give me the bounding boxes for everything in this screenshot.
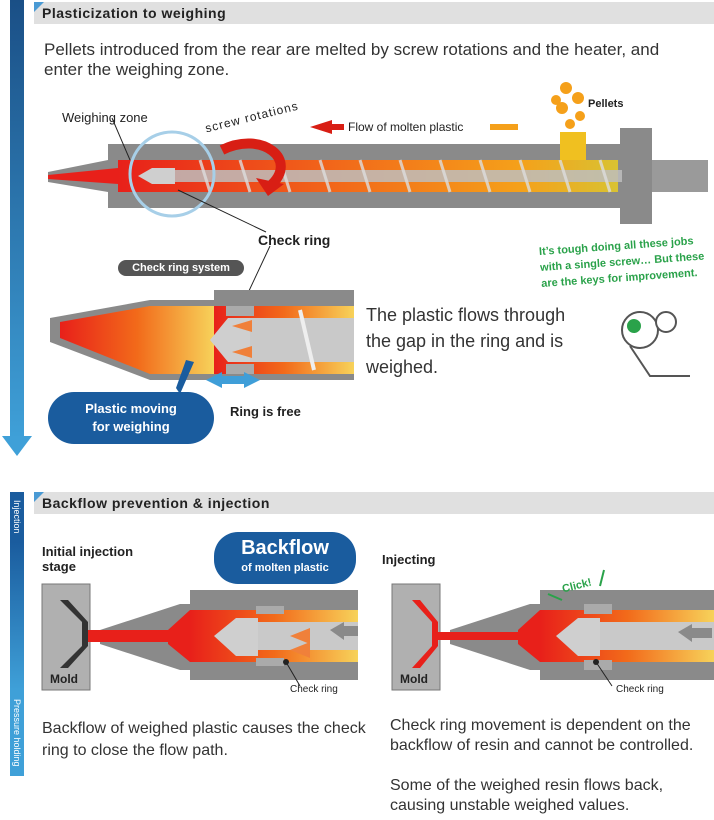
label-ring-is-free: Ring is free — [230, 404, 301, 419]
right-explanation-1: Check ring movement is dependent on the … — [390, 717, 694, 754]
flow-legend-bar — [490, 124, 518, 130]
left-explanation: Backflow of weighed plastic causes the c… — [42, 720, 366, 759]
section1-intro: Pellets introduced from the rear are mel… — [44, 40, 660, 79]
backflow-sub: of molten plastic — [241, 562, 329, 574]
side-tab-pressure: Pressure holding — [10, 690, 24, 776]
left-caption-line2: stage — [42, 559, 76, 574]
side-tab-injection: Injection — [10, 492, 24, 542]
plastic-moving-bubble: Plastic moving for weighing — [48, 392, 214, 444]
hopper — [560, 132, 586, 160]
section2-title: Backflow prevention & injection — [42, 495, 270, 511]
label-weighing-zone: Weighing zone — [62, 110, 148, 125]
rotation-arrow — [219, 138, 286, 190]
right-mold-label: Mold — [400, 672, 428, 686]
right-caption: Injecting — [382, 552, 436, 567]
label-pellets: Pellets — [588, 98, 624, 110]
flow-explanation: The plastic flows through the gap in the… — [366, 305, 566, 377]
right-check-ring-label: Check ring — [616, 684, 664, 695]
screw-tip — [138, 168, 175, 184]
barrel-flange — [620, 128, 652, 224]
label-check-ring: Check ring — [258, 232, 331, 248]
progress-bar — [10, 0, 24, 440]
pellets-graphic — [551, 82, 585, 129]
screw-flights — [198, 159, 612, 193]
backflow-title: Backflow — [241, 537, 329, 559]
progress-arrowhead — [2, 436, 32, 456]
backflow-bubble: Backflow of molten plastic — [214, 532, 356, 584]
left-caption: Initial injection stage — [42, 544, 133, 574]
label-flow-molten: Flow of molten plastic — [348, 120, 464, 134]
left-check-ring-label: Check ring — [290, 684, 338, 695]
flow-arrow — [310, 120, 344, 134]
side-tab-bar — [10, 542, 24, 690]
plastic-moving-line1: Plastic moving — [85, 401, 177, 416]
left-mold-label: Mold — [50, 672, 78, 686]
zoom-circle — [128, 130, 216, 218]
section2-header: Backflow prevention & injection — [34, 492, 714, 514]
check-ring-system-badge: Check ring system — [118, 260, 244, 276]
section1-title: Plasticization to weighing — [42, 5, 227, 21]
left-caption-line1: Initial injection — [42, 544, 134, 559]
plastic-moving-line2: for weighing — [92, 419, 170, 434]
right-explanation-2: Some of the weighed resin flows back, ca… — [390, 777, 664, 814]
drive-shaft — [652, 160, 708, 192]
nozzle-melt — [48, 168, 118, 184]
section1-header: Plasticization to weighing — [34, 2, 714, 24]
